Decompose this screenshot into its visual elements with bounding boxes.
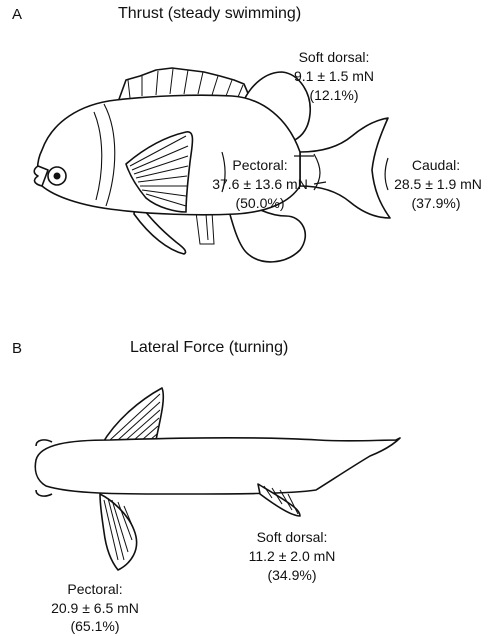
label-b-pectoral-name: Pectoral:	[50, 580, 140, 598]
fish-b-drawing	[35, 388, 400, 570]
label-a-caudal-value: 28.5 ± 1.9 mN	[384, 175, 492, 193]
fish-a-pupil	[54, 173, 61, 180]
panel-b-title: Lateral Force (turning)	[130, 339, 288, 357]
label-a-pectoral-percent: (50.0%)	[226, 194, 294, 212]
label-b-soft-dorsal-value: 11.2 ± 2.0 mN	[238, 547, 346, 565]
panel-b-letter: B	[12, 340, 22, 358]
fish-b-body	[35, 438, 400, 494]
label-a-caudal-name: Caudal:	[392, 156, 480, 174]
label-b-pectoral-percent: (65.1%)	[58, 617, 132, 635]
label-a-soft-dorsal-name: Soft dorsal:	[288, 48, 380, 66]
fish-b-upper-pectoral-fin	[102, 388, 163, 444]
fish-a-caudal-fin	[300, 118, 390, 218]
label-a-pectoral-name: Pectoral:	[218, 156, 302, 174]
label-b-soft-dorsal-percent: (34.9%)	[254, 566, 330, 584]
label-a-caudal-percent: (37.9%)	[400, 194, 472, 212]
label-b-pectoral-value: 20.9 ± 6.5 mN	[44, 599, 146, 617]
label-a-soft-dorsal-value: 9.1 ± 1.5 mN	[285, 67, 383, 85]
label-a-pectoral-value: 37.6 ± 13.6 mN	[200, 175, 320, 193]
fish-b-head-bump-top	[36, 440, 52, 446]
label-b-soft-dorsal-name: Soft dorsal:	[240, 528, 344, 546]
label-a-soft-dorsal-percent: (12.1%)	[300, 86, 368, 104]
fish-b-head-bump-bottom	[36, 490, 52, 496]
fish-a-anal-spines	[196, 212, 214, 244]
